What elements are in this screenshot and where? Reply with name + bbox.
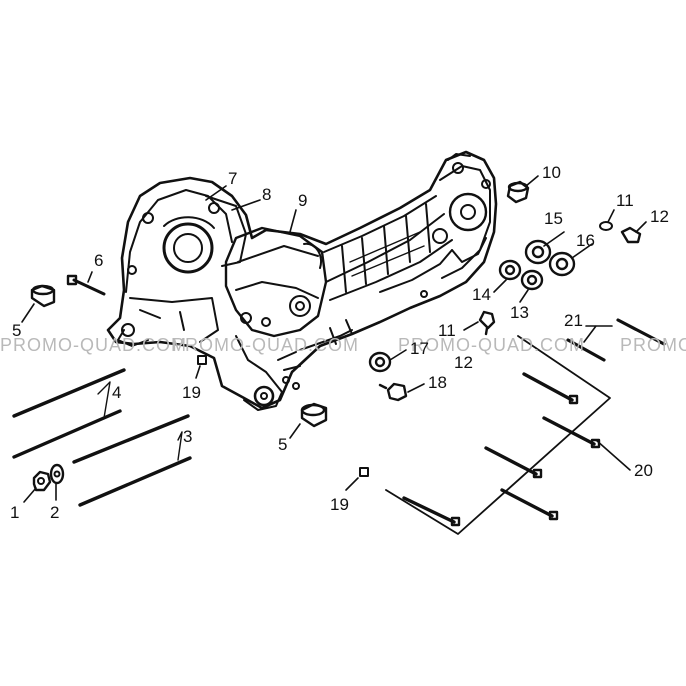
watermark-text-2: PROMO-QUAD.COM bbox=[172, 335, 359, 355]
callout-3: 3 bbox=[183, 427, 193, 446]
watermark-text-4: PROMO bbox=[620, 335, 686, 355]
pin-19-lower bbox=[359, 467, 369, 477]
callout-21: 21 bbox=[564, 311, 583, 330]
bolt-set-20-heads bbox=[450, 394, 601, 527]
callout-7: 7 bbox=[228, 169, 238, 188]
callout-10: 10 bbox=[542, 163, 561, 182]
callout-5-bottom: 5 bbox=[278, 435, 288, 454]
callout-12-top: 12 bbox=[650, 207, 669, 226]
bushing-10 bbox=[506, 180, 530, 204]
callout-19-upper: 19 bbox=[182, 383, 201, 402]
long-bolts bbox=[12, 368, 192, 507]
leader-lines bbox=[21, 175, 647, 503]
callout-2: 2 bbox=[50, 503, 60, 522]
collar-13 bbox=[520, 269, 544, 291]
watermark-text-1: PROMO-QUAD.COM bbox=[0, 335, 187, 355]
bolt-6 bbox=[66, 274, 106, 296]
washer-2 bbox=[49, 463, 65, 485]
callout-15: 15 bbox=[544, 209, 563, 228]
callout-17: 17 bbox=[410, 339, 429, 358]
callout-14: 14 bbox=[472, 285, 491, 304]
callout-16: 16 bbox=[576, 231, 595, 250]
collar-15 bbox=[524, 239, 552, 265]
bolt-18 bbox=[378, 382, 408, 402]
bolt-11-12-center bbox=[478, 310, 496, 336]
bolt-12-top bbox=[620, 226, 642, 244]
callout-4: 4 bbox=[112, 383, 122, 402]
callout-1: 1 bbox=[10, 503, 20, 522]
bolt-set-20-bolts bbox=[402, 372, 596, 524]
collar-14 bbox=[498, 259, 522, 281]
callout-9: 9 bbox=[298, 191, 308, 210]
callout-12-center: 12 bbox=[454, 353, 473, 372]
bushing-5-left bbox=[30, 284, 56, 308]
callout-11-top: 11 bbox=[616, 191, 634, 210]
callout-5-left: 5 bbox=[12, 321, 22, 340]
callout-19-lower: 19 bbox=[330, 495, 349, 514]
bushing-17 bbox=[368, 351, 392, 373]
watermark-text-3: PROMO-QUAD.COM bbox=[398, 335, 585, 355]
bushing-5-bottom bbox=[300, 402, 328, 428]
callout-20: 20 bbox=[634, 461, 653, 480]
washer-11-top bbox=[599, 221, 613, 231]
callout-18: 18 bbox=[428, 373, 447, 392]
collar-16 bbox=[548, 251, 576, 277]
bolts-21 bbox=[566, 318, 666, 362]
callout-13: 13 bbox=[510, 303, 529, 322]
bolt-set-20-frame bbox=[385, 335, 611, 535]
pin-19-upper bbox=[197, 355, 207, 365]
crankcase bbox=[106, 150, 498, 411]
callout-8: 8 bbox=[262, 185, 272, 204]
callout-11-center: 11 bbox=[438, 321, 456, 340]
callout-6: 6 bbox=[94, 251, 104, 270]
nut-1 bbox=[32, 470, 52, 492]
